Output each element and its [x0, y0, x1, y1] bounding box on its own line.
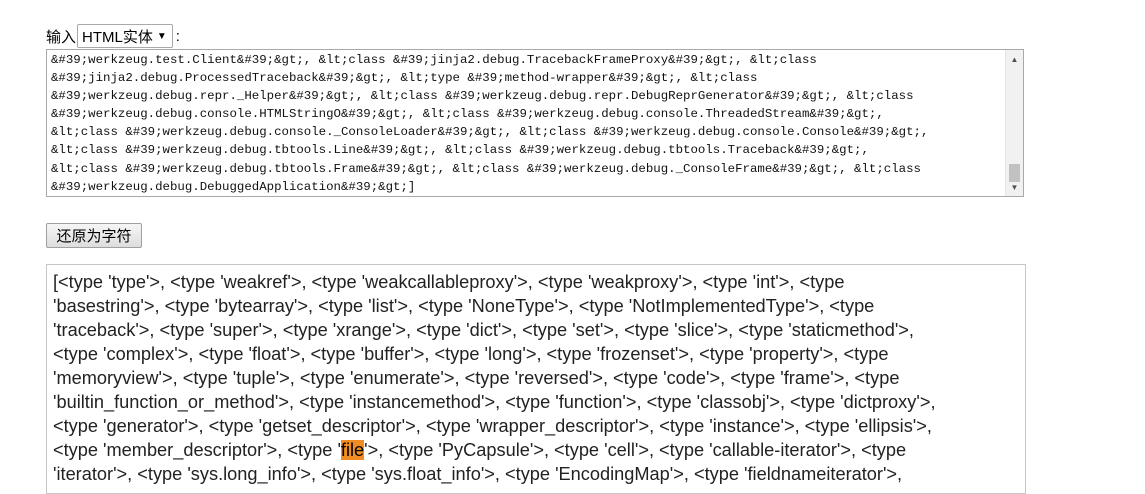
decoded-line: 'traceback'>, <type 'super'>, <type 'xra…	[53, 320, 914, 340]
encoded-line: &lt;class &#39;werkzeug.debug.console._C…	[51, 125, 929, 140]
input-label: 输入	[46, 28, 77, 46]
decoded-line-before: <type 'member_descriptor'>, <type '	[53, 440, 341, 460]
encoded-line: &#39;jinja2.debug.ProcessedTraceback&#39…	[51, 71, 758, 86]
decoded-line-partial: 'iterator'>, <type 'sys.long_info'>, <ty…	[53, 464, 903, 484]
decoded-output: [<type 'type'>, <type 'weakref'>, <type …	[46, 264, 1026, 494]
decoded-line: 'basestring'>, <type 'bytearray'>, <type…	[53, 296, 875, 316]
scrollbar-thumb[interactable]	[1009, 164, 1020, 182]
encoded-line: &#39;werkzeug.debug.repr._Helper&#39;&gt…	[51, 89, 914, 104]
encoded-line: &lt;class &#39;werkzeug.debug.tbtools.Fr…	[51, 161, 921, 176]
encoded-line: &#39;werkzeug.debug.DebuggedApplication&…	[51, 179, 416, 194]
encoded-textarea[interactable]: &#39;werkzeug.test.Client&#39;&gt;, &lt;…	[46, 49, 1024, 197]
chevron-down-icon: ▼	[156, 30, 167, 42]
restore-to-characters-button[interactable]: 还原为字符	[46, 223, 142, 248]
decoded-line-highlighted: <type 'member_descriptor'>, <type 'file'…	[53, 440, 906, 460]
scroll-up-arrow-icon[interactable]: ▲	[1010, 54, 1019, 64]
decoded-line: 'builtin_function_or_method'>, <type 'in…	[53, 392, 936, 412]
scroll-down-arrow-icon[interactable]: ▼	[1010, 182, 1019, 192]
search-highlight: file	[340, 440, 365, 460]
input-colon: :	[175, 27, 180, 45]
input-type-row: 输入 HTML实体 ▼ :	[46, 24, 180, 48]
encoding-type-value: HTML实体	[82, 28, 153, 46]
encoded-line: &lt;class &#39;werkzeug.debug.tbtools.Li…	[51, 143, 869, 158]
decoded-line: [<type 'type'>, <type 'weakref'>, <type …	[53, 272, 845, 292]
vertical-scrollbar[interactable]: ▲ ▼	[1005, 50, 1023, 196]
decoded-line: <type 'generator'>, <type 'getset_descri…	[53, 416, 932, 436]
decoded-line: 'memoryview'>, <type 'tuple'>, <type 'en…	[53, 368, 900, 388]
encoded-text: &#39;werkzeug.test.Client&#39;&gt;, &lt;…	[51, 51, 1005, 196]
encoding-type-select[interactable]: HTML实体 ▼	[77, 24, 173, 48]
decoded-line: <type 'complex'>, <type 'float'>, <type …	[53, 344, 889, 364]
encoded-line: &#39;werkzeug.test.Client&#39;&gt;, &lt;…	[51, 53, 817, 67]
decoded-line-after: '>, <type 'PyCapsule'>, <type 'cell'>, <…	[364, 440, 907, 460]
encoded-line: &#39;werkzeug.debug.console.HTMLStringO&…	[51, 107, 884, 122]
decoded-text: [<type 'type'>, <type 'weakref'>, <type …	[53, 270, 1017, 486]
